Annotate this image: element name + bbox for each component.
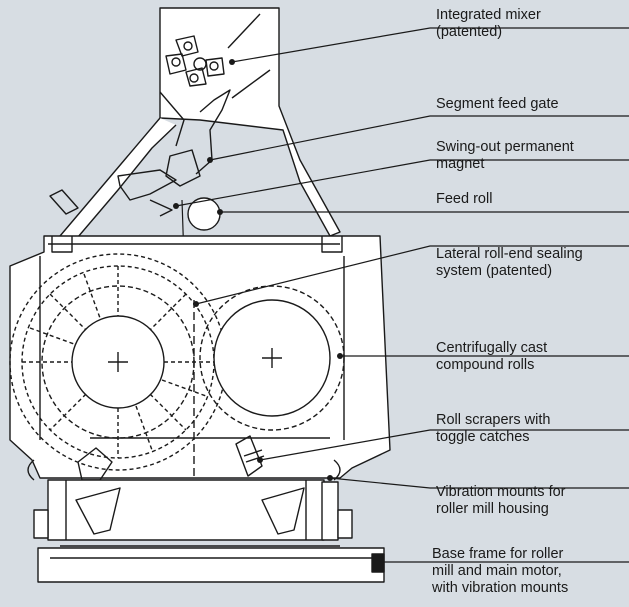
label-swing-out-magnet: Swing-out permanent magnet: [436, 139, 574, 172]
label-segment-feed-gate: Segment feed gate: [436, 96, 559, 112]
label-integrated-mixer: Integrated mixer (patented): [436, 7, 541, 40]
label-lateral-sealing: Lateral roll-end sealing system (patente…: [436, 246, 583, 279]
label-roll-scrapers: Roll scrapers with toggle catches: [436, 412, 551, 445]
feed-chute: [59, 117, 177, 245]
label-base-frame: Base frame for roller mill and main moto…: [432, 546, 569, 596]
leader-sealing: [195, 245, 629, 305]
leader-mixer: [231, 27, 629, 63]
label-feed-roll: Feed roll: [436, 191, 493, 207]
label-vibration-mounts: Vibration mounts for roller mill housing: [436, 484, 566, 517]
leader-vibration: [329, 477, 629, 489]
label-compound-rolls: Centrifugally cast compound rolls: [436, 340, 548, 373]
leader-scrapers: [259, 429, 629, 461]
leader-magnet: [175, 159, 629, 207]
base-frame: [37, 547, 385, 583]
leader-feed-gate: [209, 115, 629, 161]
mixer-rotor: [165, 13, 271, 99]
